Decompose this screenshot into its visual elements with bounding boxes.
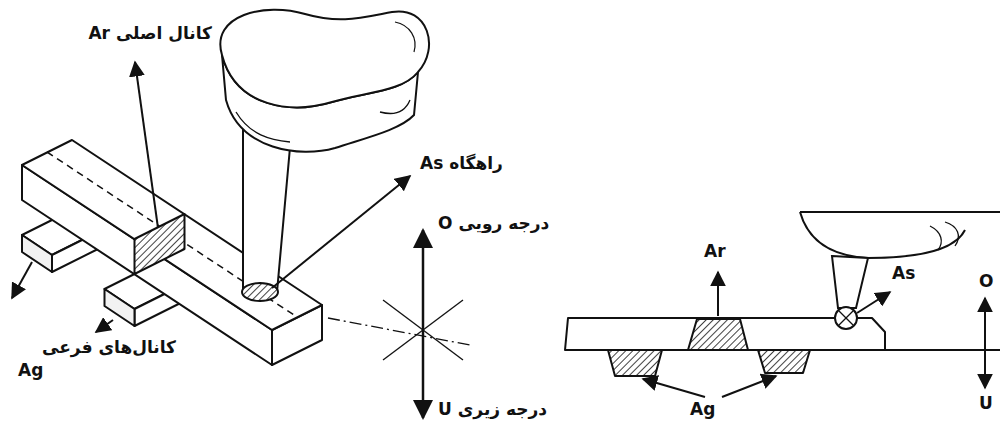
part-label: U [979, 392, 993, 415]
pouring-basin-section [800, 212, 1000, 308]
leader-arrows-left [12, 62, 410, 332]
part-label: Ar کانال اصلی [88, 22, 212, 45]
part-label: Ag [690, 398, 715, 421]
part-label: Ar [704, 240, 726, 263]
leader-arrows-right [643, 272, 985, 397]
parting-plane-symbol [328, 230, 470, 418]
part-label: O [979, 270, 993, 293]
part-label: U درجه زیری [438, 398, 547, 421]
pouring-basin-3d [220, 10, 429, 152]
sprue-3d [242, 125, 292, 301]
part-label: O درجه رویی [438, 212, 549, 235]
mould-section [565, 307, 1000, 376]
part-label: As راهگاه [420, 152, 503, 175]
part-label: As [892, 262, 915, 285]
part-label: کانال‌های فرعی Ag [18, 336, 176, 382]
